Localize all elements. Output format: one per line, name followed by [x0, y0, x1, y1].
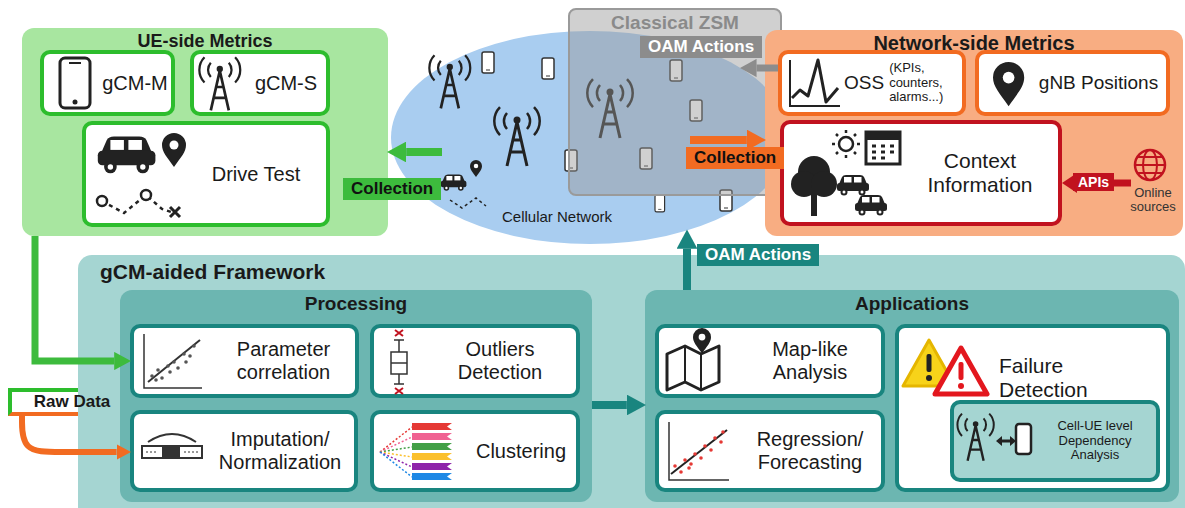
- application-box: Map-like Analysis: [655, 324, 885, 398]
- application-box: Failure DetectionCell-UE level Dependenc…: [895, 324, 1170, 492]
- metric-box: Drive Test: [82, 121, 330, 227]
- box-label: Regression/ Forecasting: [745, 428, 875, 474]
- connector-arrow: [683, 249, 691, 290]
- box-label: gCM-S: [255, 72, 317, 95]
- panel-title: UE-side Metrics: [22, 31, 388, 52]
- edge-label-holder: OAM Actions: [697, 244, 819, 266]
- process-box: Clustering: [370, 410, 580, 492]
- panel-title: Network-side Metrics: [765, 32, 1183, 55]
- panel-title: Classical ZSM: [570, 12, 780, 34]
- box-label: Parameter correlation: [214, 338, 354, 384]
- box-label: Failure Detection: [999, 354, 1109, 402]
- edge-label-holder: Collection: [686, 147, 784, 169]
- connector-arrow: [690, 136, 747, 144]
- connector-arrow: [757, 65, 778, 72]
- processing-panel: ProcessingParameter correlation Outliers …: [120, 290, 592, 502]
- box-label: Cell-UE level Dependency Analysis: [1038, 419, 1152, 464]
- box-label: Context Information: [905, 149, 1055, 197]
- network-metrics-panel: Network-side MetricsOSS(KPIs, counters, …: [765, 30, 1183, 236]
- edge-label: OAM Actions: [640, 36, 762, 58]
- metric-box: gNB Positions: [975, 50, 1170, 116]
- label-holder: APIs: [1073, 173, 1114, 191]
- network-label: Cellular Network: [502, 208, 612, 225]
- edge-label: Collection: [686, 147, 784, 169]
- box-label: OSS: [844, 72, 884, 94]
- edge-label-holder: Collection: [343, 178, 441, 200]
- api-label: APIs: [1073, 173, 1114, 191]
- edge-label: Collection: [343, 178, 441, 200]
- box-label: Raw Data: [34, 392, 111, 412]
- ue-metrics-panel: UE-side Metrics gCM-M gCM-S Drive Test: [22, 28, 388, 236]
- node-icon: [659, 328, 881, 394]
- box-label: Clustering: [476, 440, 566, 463]
- edge-label: OAM Actions: [697, 244, 819, 266]
- process-box: Outliers Detection: [370, 324, 580, 398]
- dependency-box: Cell-UE level Dependency Analysis: [950, 400, 1160, 482]
- metric-box: OSS(KPIs, counters, alarms...): [778, 50, 966, 116]
- framework-panel: gCM-aided FrameworkProcessingParameter c…: [78, 255, 1185, 508]
- source-label: Online sources: [1125, 186, 1181, 215]
- box-label: (KPIs, counters, alarms...): [889, 61, 951, 106]
- edge-label-holder: OAM Actions: [640, 36, 762, 58]
- applications-panel: ApplicationsMap-like AnalysisRegression/…: [645, 290, 1179, 502]
- box-label: Outliers Detection: [445, 338, 555, 384]
- box-label: gNB Positions: [1039, 72, 1158, 94]
- application-box: Regression/ Forecasting: [655, 410, 885, 492]
- box-label: Imputation/ Normalization: [210, 428, 350, 474]
- panel-title: Applications: [645, 293, 1179, 315]
- process-box: Imputation/ Normalization: [130, 410, 358, 492]
- metric-box: gCM-S: [190, 50, 330, 116]
- connector-arrow: [406, 148, 442, 156]
- box-label: gCM-M: [102, 72, 168, 95]
- metric-box: gCM-M: [40, 50, 175, 116]
- metric-box: Context Information: [780, 120, 1062, 226]
- panel-title: gCM-aided Framework: [100, 260, 1185, 284]
- label-holder: Online sources: [1125, 186, 1181, 215]
- connector-arrow: [22, 416, 117, 452]
- connector-arrow: [592, 401, 627, 409]
- box-label: Map-like Analysis: [745, 338, 875, 384]
- connector-arrow: [35, 236, 114, 361]
- process-box: Parameter correlation: [130, 324, 359, 398]
- panel-title: Processing: [120, 293, 592, 315]
- box-label: Drive Test: [212, 163, 301, 186]
